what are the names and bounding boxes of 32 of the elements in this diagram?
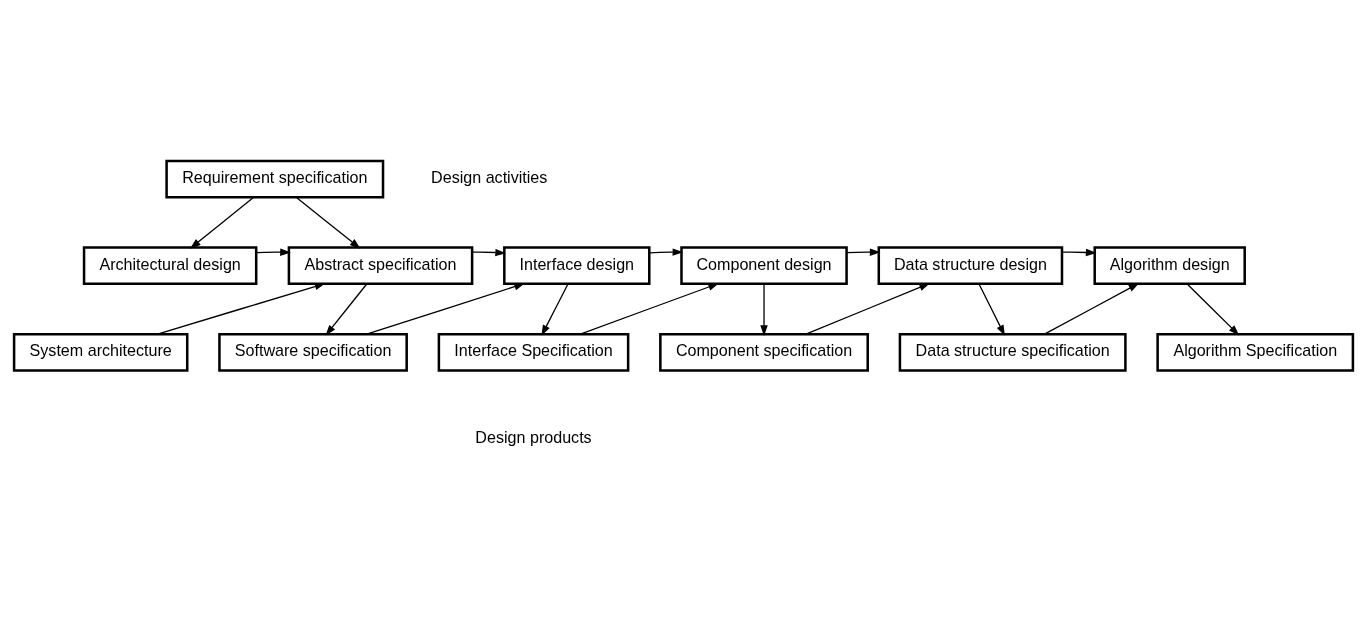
arrow bbox=[760, 283, 768, 337]
node-box: Abstract specification bbox=[287, 246, 474, 286]
arrow bbox=[1186, 283, 1240, 336]
node-box: Component design bbox=[680, 246, 848, 286]
arrow bbox=[255, 248, 291, 256]
arrow bbox=[579, 283, 719, 335]
node-box: Component specification bbox=[659, 332, 869, 372]
node-box: System architecture bbox=[12, 332, 189, 372]
arrow bbox=[190, 196, 255, 249]
label: Design activities bbox=[431, 167, 548, 186]
arrow bbox=[295, 196, 361, 249]
arrow bbox=[805, 283, 930, 335]
arrow bbox=[1043, 283, 1140, 335]
arrow bbox=[541, 283, 569, 336]
node-box: Architectural design bbox=[82, 246, 258, 286]
arrow bbox=[1061, 248, 1097, 257]
node-box: Data structure specification bbox=[898, 332, 1127, 372]
node-box: Interface design bbox=[503, 246, 651, 286]
arrow bbox=[978, 283, 1005, 336]
node-box: Requirement specification bbox=[165, 159, 385, 199]
arrow bbox=[648, 248, 684, 256]
node-box: Software specification bbox=[218, 332, 408, 372]
arrow bbox=[366, 283, 525, 335]
arrow bbox=[846, 248, 881, 256]
node-box: Algorithm Specification bbox=[1156, 332, 1355, 372]
arrow bbox=[471, 248, 506, 257]
node-box: Algorithm design bbox=[1093, 246, 1246, 286]
label: Design products bbox=[475, 427, 592, 446]
arrow bbox=[156, 282, 326, 335]
node-box: Data structure design bbox=[877, 246, 1064, 286]
node-box: Interface Specification bbox=[437, 332, 630, 372]
arrow bbox=[325, 283, 368, 336]
